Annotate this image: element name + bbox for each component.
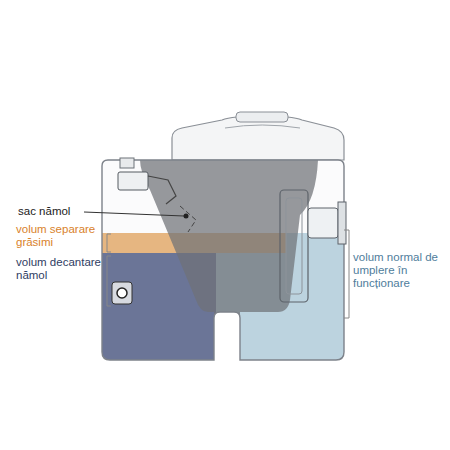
lid [172,116,344,160]
drain-valve [112,282,132,304]
outlet-flange [338,202,346,244]
outlet-pipe [308,208,338,238]
volume-label: volum decantare nămol [16,256,104,282]
outlet-column [280,190,308,302]
inlet-pipe [118,172,148,190]
inlet-socket [120,158,134,168]
drain-valve-knob [117,288,127,298]
volume-label: volum separare grăsimi [16,223,104,249]
outlet-column-inner [286,198,302,294]
lid-handle [236,112,288,122]
tank-body [102,160,344,360]
tank-interior [100,160,346,362]
lid-detail [225,125,300,128]
part-label: sac nămol [18,205,84,218]
bracket-sludge [107,256,111,306]
leader-line [84,212,184,216]
leader-dot [184,214,189,219]
bracket-grease [107,234,111,252]
bag-mouth [180,206,196,232]
bracket-normal [344,230,349,318]
volume-label: volum normal de umplere în funcționare [353,251,445,290]
sludge-bag [140,160,318,318]
inlet-elbow [148,176,176,204]
